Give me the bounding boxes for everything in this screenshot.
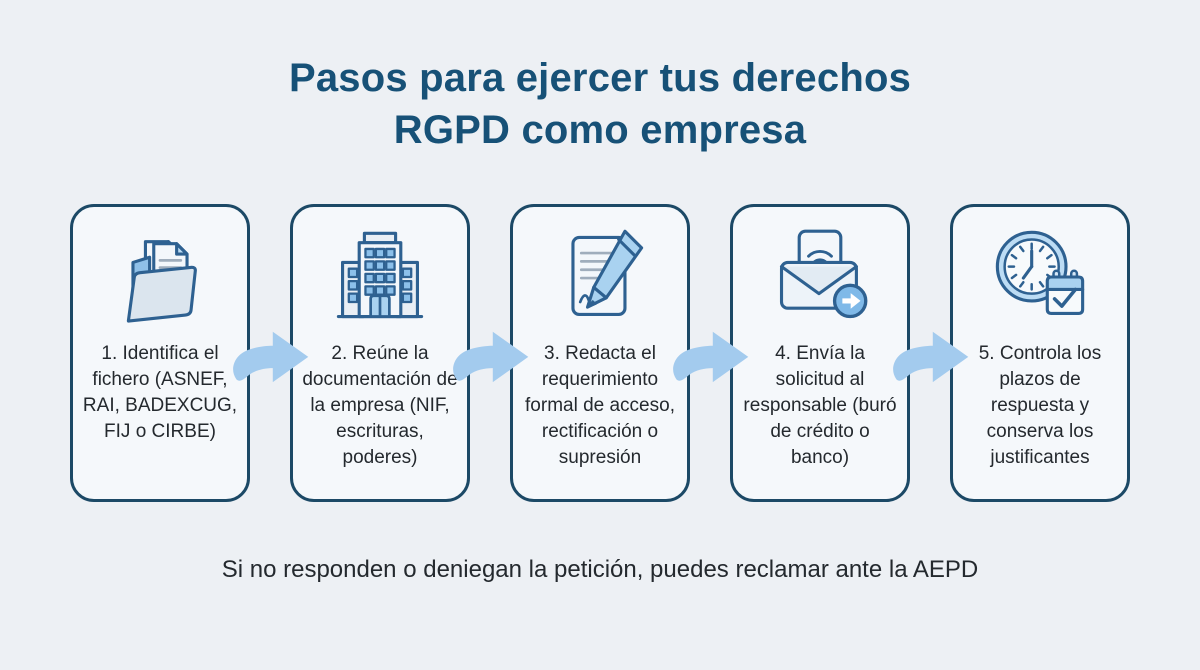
step-card-5: 5. Controla los plazos de respuesta y co… <box>950 204 1130 502</box>
step-label: 5. Controla los plazos de respuesta y co… <box>978 343 1102 468</box>
flow-arrow-icon <box>233 331 309 383</box>
document-pen-icon <box>545 221 655 333</box>
clock-calendar-icon <box>985 221 1095 333</box>
flow-arrow-icon <box>673 331 749 383</box>
step-label: 1. Identifica el fichero (ASNEF, RAI, BA… <box>82 343 238 442</box>
footer-note: Si no responden o deniegan la petición, … <box>221 556 979 583</box>
folder-documents-icon <box>105 221 215 333</box>
step-label: 3. Redacta el requerimiento formal de ac… <box>525 343 675 468</box>
page-title-line1: Pasos para ejercer tus derechos <box>288 56 912 100</box>
step-card-1: 1. Identifica el fichero (ASNEF, RAI, BA… <box>70 204 250 502</box>
step-card-4: 4. Envía la solicitud al responsable (bu… <box>730 204 910 502</box>
page-title: Pasos para ejercer tus derechos RGPD com… <box>0 52 1200 156</box>
send-envelope-icon <box>765 221 875 333</box>
step-card-2: 2. Reúne la documentación de la empresa … <box>290 204 470 502</box>
office-building-icon <box>325 221 435 333</box>
page-title-line2: RGPD como empresa <box>393 108 807 152</box>
step-label: 4. Envía la solicitud al responsable (bu… <box>743 343 897 468</box>
step-label: 2. Reúne la documentación de la empresa … <box>302 343 458 468</box>
step-card-3: 3. Redacta el requerimiento formal de ac… <box>510 204 690 502</box>
steps-flow: 1. Identifica el fichero (ASNEF, RAI, BA… <box>0 204 1200 502</box>
flow-arrow-icon <box>893 331 969 383</box>
flow-arrow-icon <box>453 331 529 383</box>
